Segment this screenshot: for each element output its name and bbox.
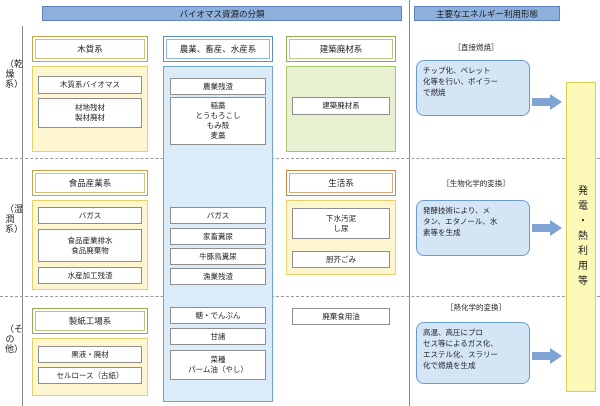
living-item-cooking-oil: 廃棄食用油 <box>292 308 390 325</box>
wood-category: 木質系 <box>32 36 148 62</box>
method-label-thermochemical: ［熱化学的変換］ <box>446 303 506 312</box>
living-item-sludge: 下水汚泥 し尿 <box>292 208 390 239</box>
paper-item-cellulose: セルロース（古紙） <box>38 367 142 384</box>
agri-item-straw: 稲藁 とうもろこし もみ殻 麦藁 <box>170 97 266 145</box>
arrow-right-icon <box>532 348 562 364</box>
agri-item-sugar: 糖・でんぷん <box>170 307 266 324</box>
arrow-right-icon <box>532 94 562 110</box>
method-box-direct: チップ化、ペレット 化等を行い、ボイラー で燃焼 <box>416 60 530 116</box>
agri-item-sweet-potato: 甘諸 <box>170 328 266 345</box>
food-item-bagasse: バガス <box>38 207 142 224</box>
row-label-wet: （湿潤系） <box>5 205 24 235</box>
method-box-biochemical: 発酵技術により、メ タン、エタノール、水 素等を生成 <box>416 200 530 256</box>
method-box-thermochemical: 高温、高圧にプロ セス等によるガス化、 エステル化、スラリー 化で燃焼を生成 <box>416 322 530 384</box>
agri-item-manure: 牛豚鳥糞尿 <box>170 248 266 265</box>
classification-header: バイオマス資源の分類 <box>42 6 402 21</box>
row-label-dry: （乾燥系） <box>5 60 24 90</box>
row-label-other: （その他） <box>5 325 24 355</box>
food-category: 食品産業系 <box>32 170 148 196</box>
construction-item-waste: 建築廃材系 <box>292 97 390 115</box>
method-label-direct: ［直接燃焼］ <box>453 43 499 52</box>
agri-category: 農業、畜産、水産系 <box>163 36 273 62</box>
paper-category: 製紙工場系 <box>32 308 148 334</box>
method-label-biochemical: ［生物化学的変換］ <box>442 179 510 188</box>
power-heat-result: 発電・熱利用等 <box>566 82 596 392</box>
energy-forms-header: 主要なエネルギー利用形態 <box>414 6 560 21</box>
living-category: 生活系 <box>286 170 396 196</box>
agri-item-residue: 農業残渣 <box>170 78 266 95</box>
food-item-seafood: 水産加工残渣 <box>38 267 142 284</box>
arrow-right-icon <box>532 220 562 236</box>
agri-item-livestock: 家畜糞尿 <box>170 228 266 245</box>
wood-item-biomass: 木質系バイオマス <box>38 76 142 94</box>
construction-category: 建築廃材系 <box>286 36 396 62</box>
row-separator-2 <box>0 296 600 297</box>
agri-item-fishery: 漁業残渣 <box>170 268 266 285</box>
right-divider <box>409 0 410 406</box>
paper-item-black-liquor: 黒液・廃材 <box>38 346 142 363</box>
agri-item-bagasse: バガス <box>170 207 266 224</box>
agri-item-rapeseed: 菜種 パーム油（やし） <box>170 350 266 380</box>
row-separator-1 <box>0 158 600 159</box>
result-label: 発電・熱利用等 <box>575 184 587 290</box>
living-item-kitchen: 厨芥ごみ <box>292 251 390 268</box>
wood-item-residues: 材地残材 製材廃材 <box>38 98 142 128</box>
left-divider <box>22 26 23 406</box>
food-item-waste: 食品産業排水 食品廃棄物 <box>38 229 142 262</box>
